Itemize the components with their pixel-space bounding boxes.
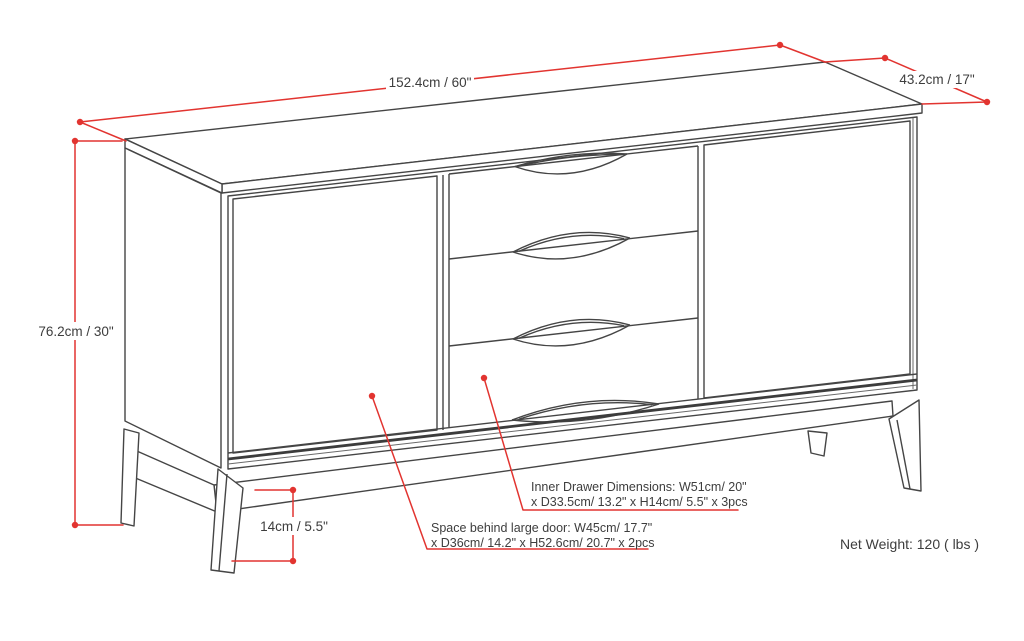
drawer-3-handle-icon: [512, 318, 631, 347]
door-space-note-line1: Space behind large door: W45cm/ 17.7": [431, 521, 652, 535]
front-right-leg-corner: [896, 419, 911, 490]
inner-drawer-note-line2: x D33.5cm/ 13.2" x H14cm/ 5.5" x 3pcs: [531, 495, 748, 509]
door-space-note-line2: x D36cm/ 14.2" x H52.6cm/ 20.7" x 2pcs: [431, 536, 655, 550]
cabinet-front-face: [227, 116, 918, 470]
bottom-edge-band: [227, 373, 918, 465]
left-side-panel: [124, 147, 222, 469]
width-dimension-label: 152.4cm / 60": [389, 75, 472, 90]
inner-drawer-leader: [480, 374, 739, 511]
back-left-leg: [120, 428, 140, 527]
sideboard-outline: [120, 61, 923, 574]
front-left-leg-corner: [218, 473, 228, 572]
drawer-2-handle-icon: [512, 231, 631, 260]
top-panel-left-edge: [124, 138, 223, 194]
drawer-1-top-edge: [448, 145, 699, 175]
depth-dimension-label: 43.2cm / 17": [899, 72, 975, 87]
net-weight-label: Net Weight: 120 ( lbs ): [840, 536, 979, 552]
left-door: [232, 175, 438, 454]
drawer-stack: [448, 145, 699, 427]
drawer-1-2-divider: [448, 230, 699, 260]
drawer-bottom-groove-icon: [511, 399, 660, 423]
front-right-leg: [888, 399, 922, 492]
front-left-leg: [210, 468, 244, 574]
drawer-1-handle-icon: [514, 152, 628, 175]
drawer-2-3-divider: [448, 317, 699, 347]
leg-height-dimension-label: 14cm / 5.5": [260, 519, 328, 534]
door-space-leader: [368, 392, 649, 550]
labels: 152.4cm / 60" 43.2cm / 17" 76.2cm / 30" …: [37, 71, 980, 552]
back-right-leg: [807, 430, 828, 457]
right-door: [703, 120, 911, 399]
inner-drawer-note-line1: Inner Drawer Dimensions: W51cm/ 20": [531, 480, 747, 494]
height-dimension-label: 76.2cm / 30": [38, 324, 114, 339]
